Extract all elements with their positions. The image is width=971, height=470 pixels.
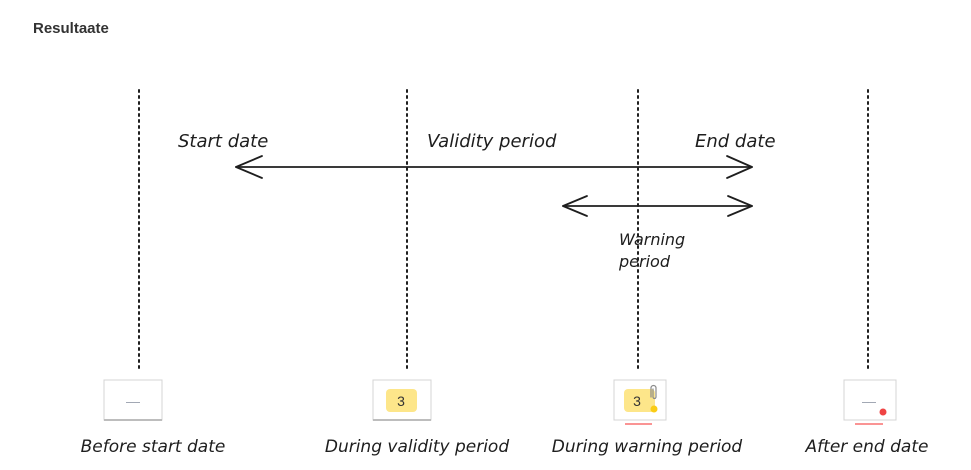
state-label-during-warning: During warning period <box>552 437 743 457</box>
warning-dot-icon <box>650 405 658 413</box>
expired-dot-icon <box>879 408 887 416</box>
start-date-label: Start date <box>178 131 268 152</box>
cell-after-end: — <box>843 379 897 425</box>
cell-during-warning: 3 <box>613 379 667 425</box>
validity-period-label: Validity period <box>427 131 557 152</box>
paperclip-icon <box>650 384 657 400</box>
cell-value: 3 <box>397 393 405 409</box>
state-label-during-validity: During validity period <box>325 437 509 457</box>
warning-period-label-line1: Warning <box>619 230 685 249</box>
warning-arrow <box>562 195 753 217</box>
state-label-before-start: Before start date <box>81 437 226 457</box>
cell-before-start: — <box>103 379 163 421</box>
validity-arrow <box>235 155 753 179</box>
state-label-after-end: After end date <box>805 437 929 457</box>
page-title: Resultaate <box>33 20 109 37</box>
cell-value: — <box>126 393 140 409</box>
cell-during-validity: 3 <box>372 379 432 421</box>
cell-value: — <box>862 393 876 409</box>
cell-value: 3 <box>633 393 641 409</box>
end-date-label: End date <box>695 131 776 152</box>
warning-period-label-line2: period <box>618 252 671 271</box>
